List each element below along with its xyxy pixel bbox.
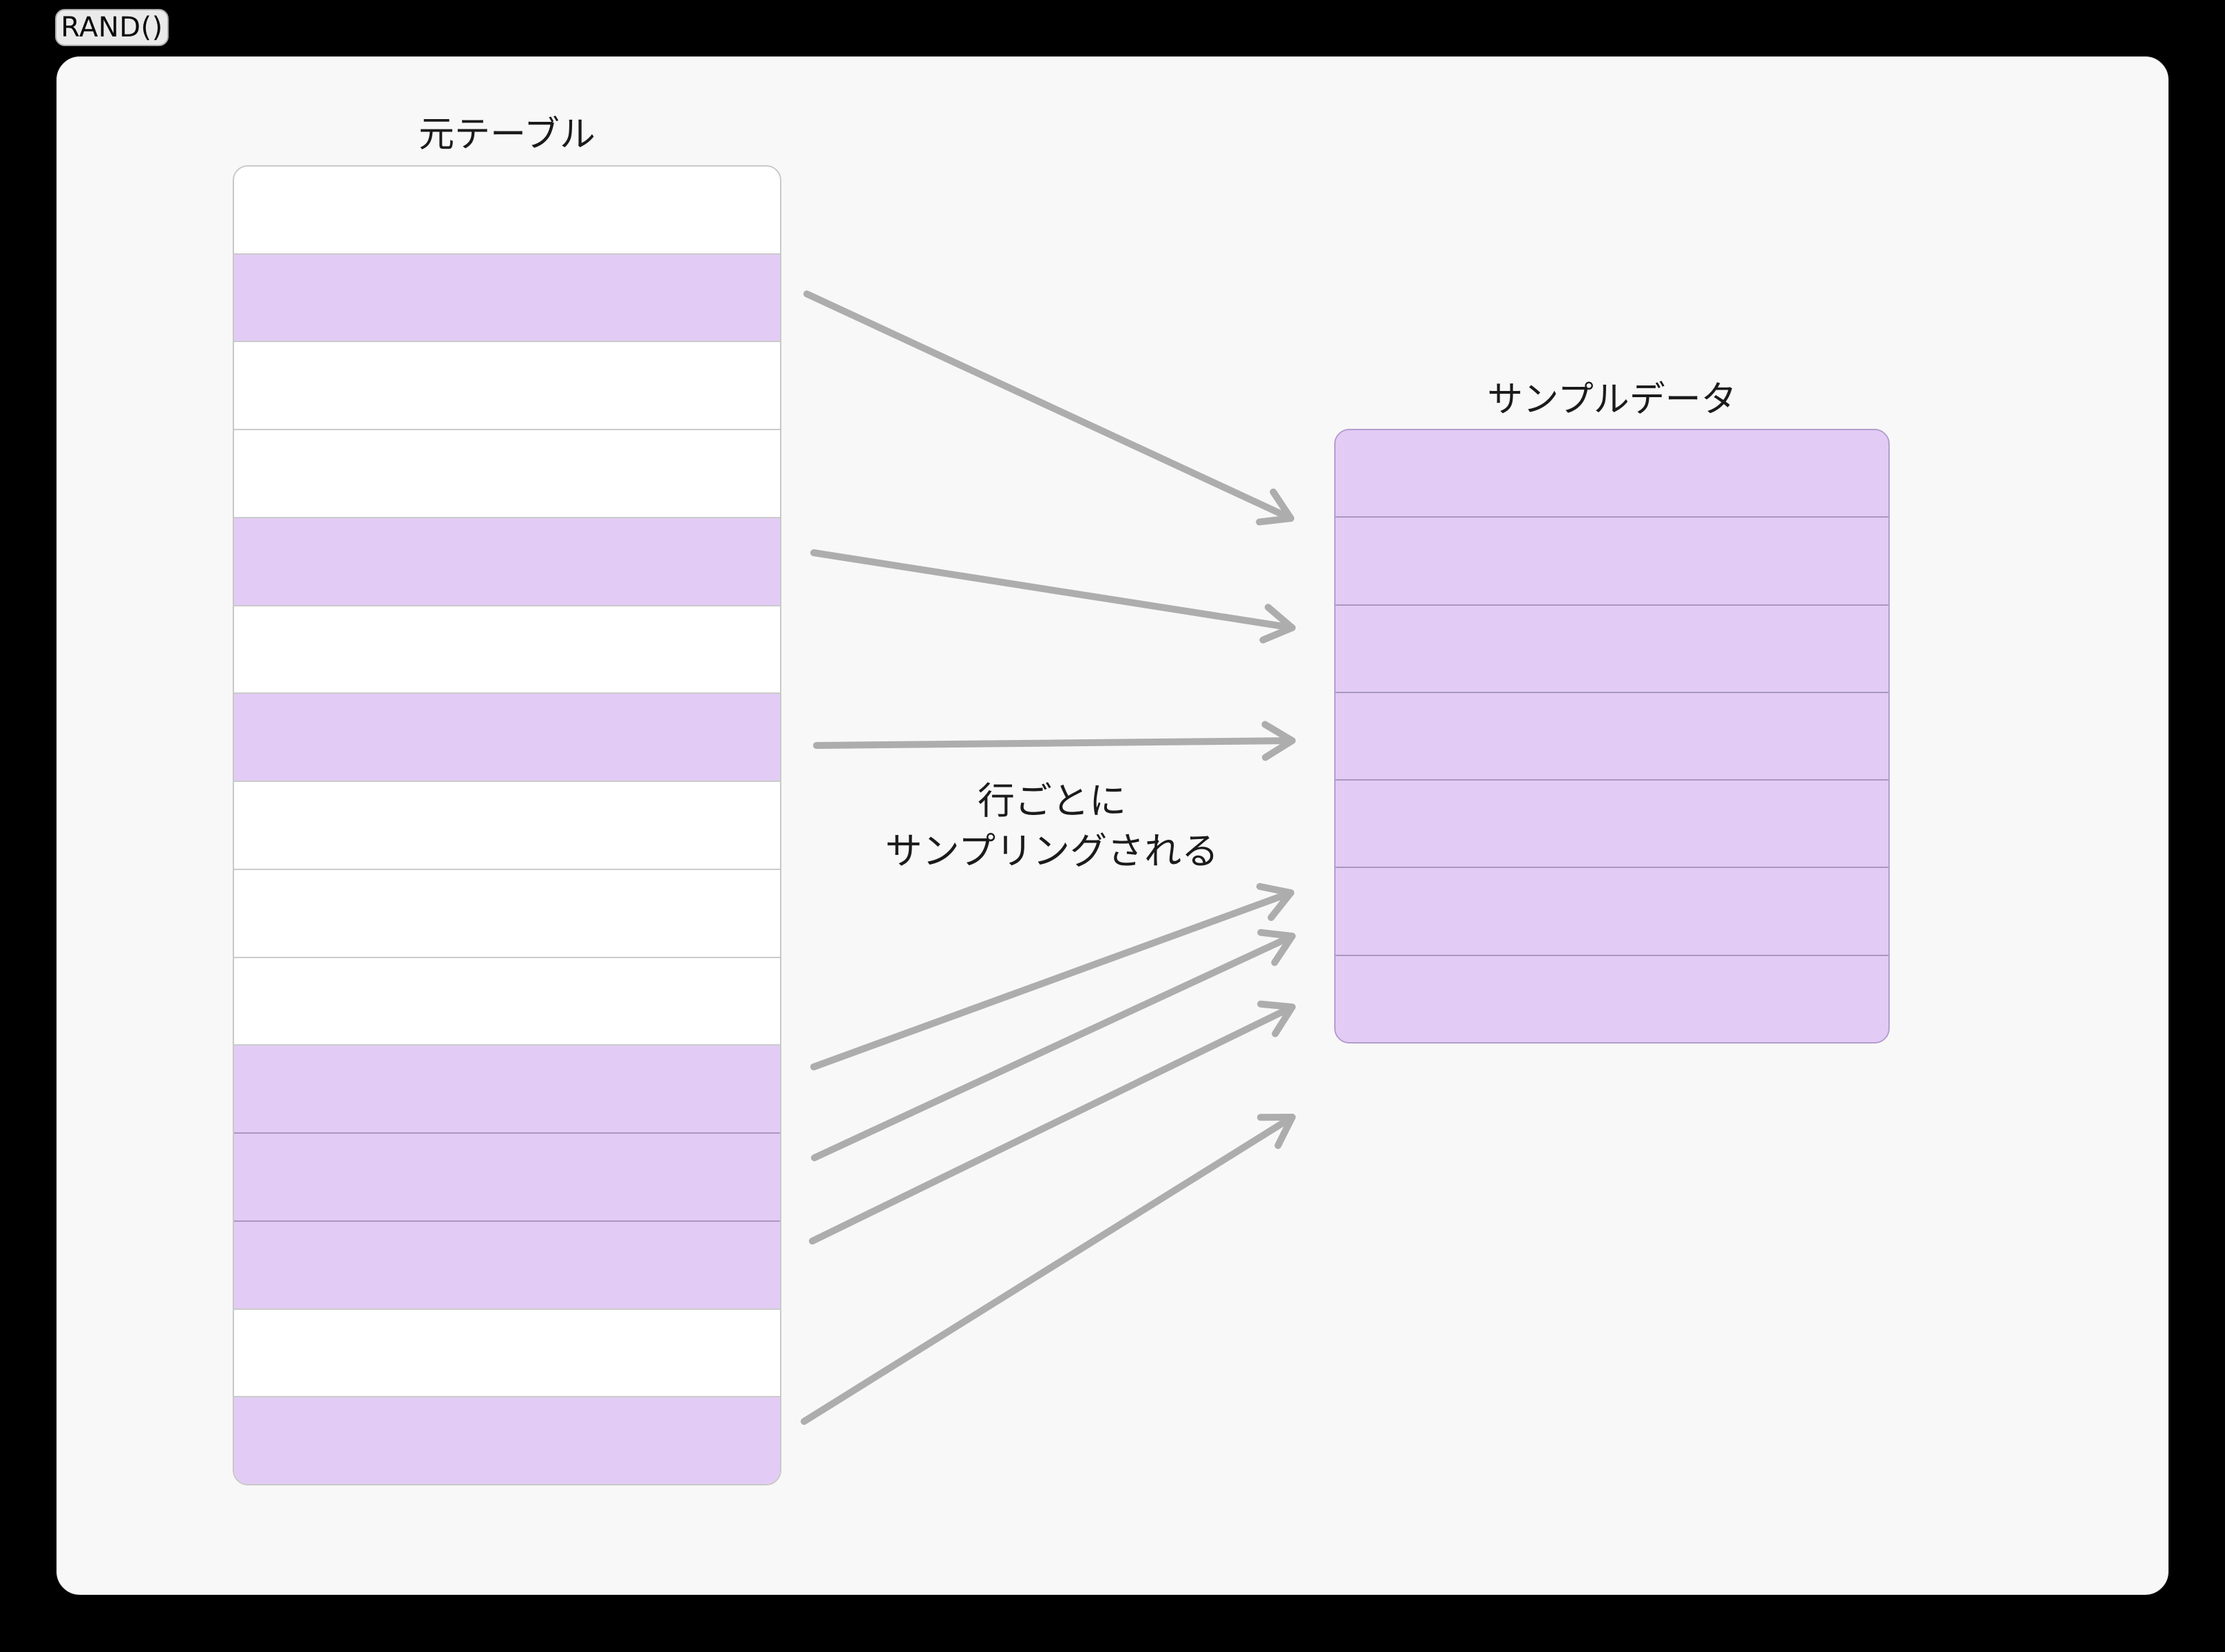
table-row [234,1308,780,1397]
annotation-line-2: サンプリングされる [885,829,1219,873]
table-row [234,1044,780,1133]
table-row [1336,604,1888,692]
sampling-annotation: 行ごとに サンプリングされる [777,776,1327,876]
source-table-title: 元テーブル [419,114,595,156]
annotation-line-1: 行ごとに [978,779,1126,823]
table-row [1336,779,1888,867]
table-row [234,253,780,341]
table-row [234,429,780,517]
rand-function-badge: RAND() [55,9,169,46]
table-row [234,341,780,430]
table-row [234,781,780,869]
table-row [234,1396,780,1484]
table-row [1336,516,1888,604]
table-row [234,167,780,253]
table-row [1336,691,1888,780]
table-row [1336,954,1888,1042]
table-row [234,692,780,781]
table-row [234,1132,780,1220]
sample-table-title: サンプルデータ [1487,379,1737,421]
table-row [1336,430,1888,517]
sample-table [1334,429,1890,1044]
table-row [234,956,780,1045]
table-row [234,516,780,605]
table-row [234,604,780,693]
table-row [234,1220,780,1309]
table-row [1336,867,1888,955]
table-row [234,868,780,957]
source-table [233,165,781,1485]
